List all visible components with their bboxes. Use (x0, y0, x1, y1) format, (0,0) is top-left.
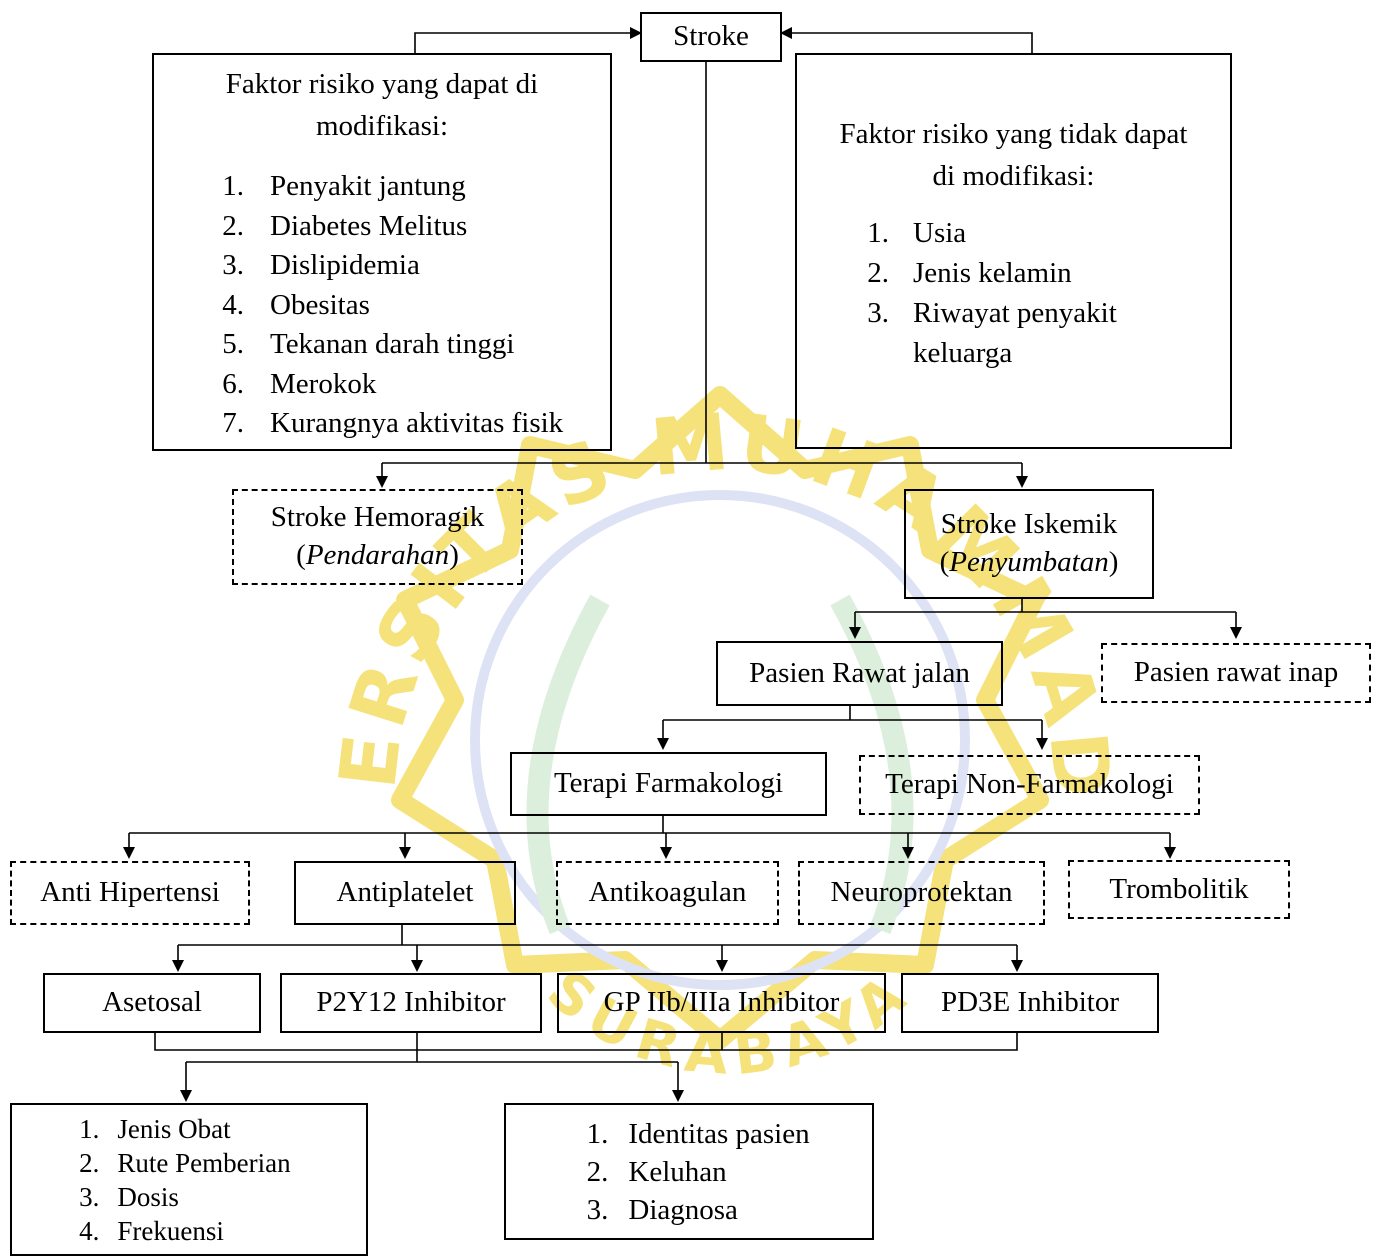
list-item: 4.Obesitas (222, 288, 370, 321)
ischemic-name: Stroke Iskemik (940, 508, 1118, 541)
modifiable-risk-list: 1.Penyakit jantung 2.Diabetes Melitus 3.… (210, 167, 563, 444)
connector-types-collector (154, 1033, 1018, 1051)
hemorrhagic-name: Stroke Hemoragik (270, 501, 485, 534)
ischemic-detail-line: (Penyumbatan) (939, 546, 1119, 578)
list-item: 5.Tekanan darah tinggi (222, 328, 515, 361)
list-item: 2.Diabetes Melitus (222, 209, 468, 242)
antiplatelet-p2y12-inhibitor: P2Y12 Inhibitor (280, 973, 542, 1033)
antiplatelet-type-label: P2Y12 Inhibitor (316, 986, 506, 1019)
drug-class-label: Neuroprotektan (830, 876, 1013, 909)
stroke-label: Stroke (673, 20, 749, 53)
drug-class-label: Antikoagulan (588, 876, 747, 909)
drug-info-box: 1.Jenis Obat 2.Rute Pemberian 3.Dosis 4.… (10, 1103, 368, 1256)
inpatient-box: Pasien rawat inap (1101, 643, 1371, 703)
non-modifiable-risk-title: Faktor risiko yang tidak dapat di modifi… (840, 113, 1188, 197)
drug-class-label: Trombolitik (1109, 872, 1249, 905)
non-pharmacological-label: Terapi Non-Farmakologi (885, 768, 1174, 801)
watermark-wheat-right (830, 594, 914, 935)
hemorrhagic-detail-line: (Pendarahan) (296, 539, 459, 571)
antiplatelet-pd3e-inhibitor: PD3E Inhibitor (901, 973, 1159, 1033)
modifiable-title-line-2: modifikasi: (315, 110, 449, 143)
connector-modifiable-to-stroke (414, 27, 642, 53)
list-item: 3.Diagnosa (586, 1193, 738, 1226)
pharmacological-therapy-box: Terapi Farmakologi (510, 752, 827, 816)
ischemic-stroke-box: Stroke Iskemik (Penyumbatan) (904, 489, 1154, 599)
list-item: 2.Rute Pemberian (79, 1147, 291, 1178)
drug-class-label: Antiplatelet (336, 876, 474, 909)
patient-info-list: 1.Identitas pasien 2.Keluhan 3.Diagnosa (574, 1115, 810, 1229)
ischemic-detail: Penyumbatan (949, 546, 1109, 578)
non-pharmacological-therapy-box: Terapi Non-Farmakologi (859, 755, 1200, 815)
hemorrhagic-stroke-box: Stroke Hemoragik (Pendarahan) (232, 489, 523, 585)
drug-class-trombolitik: Trombolitik (1068, 860, 1290, 919)
drug-info-list: 1.Jenis Obat 2.Rute Pemberian 3.Dosis 4.… (69, 1112, 290, 1248)
drug-class-anti-hipertensi: Anti Hipertensi (10, 861, 250, 925)
pharmacological-label: Terapi Farmakologi (553, 767, 784, 800)
modifiable-risk-box: Faktor risiko yang dapat di modifikasi: … (152, 53, 612, 451)
modifiable-title-line-1: Faktor risiko yang dapat di (225, 68, 539, 100)
patient-info-box: 1.Identitas pasien 2.Keluhan 3.Diagnosa (504, 1103, 874, 1240)
antiplatelet-asetosal: Asetosal (43, 973, 261, 1033)
list-item: 4.Frekuensi (79, 1215, 224, 1246)
drug-class-label: Anti Hipertensi (40, 876, 220, 909)
outpatient-label: Pasien Rawat jalan (749, 656, 970, 689)
list-item: 2.Jenis kelamin (867, 257, 1072, 290)
drug-class-antiplatelet: Antiplatelet (294, 861, 516, 925)
antiplatelet-gp-iib-iiia-inhibitor: GP IIb/IIIa Inhibitor (557, 973, 886, 1033)
list-item: 1.Identitas pasien (586, 1117, 810, 1150)
list-item: 6.Merokok (222, 367, 377, 400)
antiplatelet-type-label: Asetosal (102, 986, 202, 1019)
watermark-wheat-left (526, 594, 610, 935)
list-item: 2.Keluhan (586, 1155, 727, 1188)
watermark-star-outline (391, 386, 1049, 1049)
list-item: 3.Dislipidemia (222, 249, 420, 282)
drug-class-antikoagulan: Antikoagulan (556, 861, 779, 925)
list-item: 7.Kurangnya aktivitas fisik (222, 407, 564, 440)
list-item: 1.Penyakit jantung (222, 170, 466, 203)
non-modifiable-risk-list: 1.Usia 2.Jenis kelamin 3.Riwayat penyaki… (855, 213, 1163, 373)
stroke-box: Stroke (640, 12, 782, 62)
non-modifiable-title-line-2: di modifikasi: (932, 160, 1095, 193)
modifiable-risk-title: Faktor risiko yang dapat di modifikasi: (226, 63, 539, 147)
antiplatelet-type-label: PD3E Inhibitor (940, 986, 1120, 1019)
antiplatelet-type-label: GP IIb/IIIa Inhibitor (603, 986, 840, 1019)
list-item: 1.Usia (867, 217, 967, 250)
hemorrhagic-detail: Pendarahan (305, 539, 450, 571)
list-item: 3.Dosis (79, 1181, 179, 1212)
non-modifiable-risk-box: Faktor risiko yang tidak dapat di modifi… (795, 53, 1232, 449)
drug-class-neuroprotektan: Neuroprotektan (798, 861, 1045, 925)
non-modifiable-title-line-1: Faktor risiko yang tidak dapat (839, 118, 1188, 150)
list-item: 3.Riwayat penyakit keluarga (867, 297, 1117, 370)
outpatient-box: Pasien Rawat jalan (716, 641, 1003, 706)
watermark-inner-circle (470, 490, 970, 990)
inpatient-label: Pasien rawat inap (1133, 656, 1339, 689)
list-item: 1.Jenis Obat (79, 1113, 231, 1144)
connector-nonmodifiable-to-stroke (780, 27, 1033, 53)
